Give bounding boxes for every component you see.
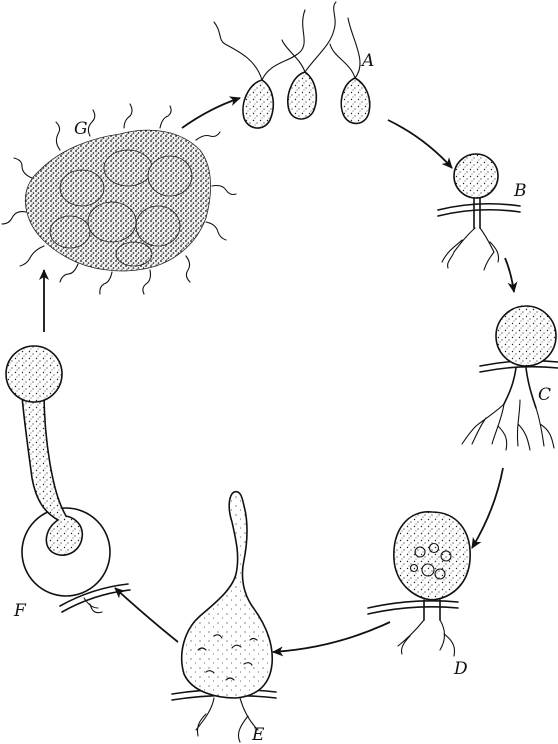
spore: [88, 202, 136, 242]
arrow-b-to-c: [505, 258, 514, 292]
thallus-body: [496, 306, 556, 366]
spore: [116, 242, 152, 266]
arrow-a-to-b: [388, 120, 452, 168]
arrow-d-to-e: [273, 622, 390, 652]
stage-g-spore-mass: G: [2, 104, 236, 294]
zoospore: [288, 72, 316, 119]
sporangium-body: [394, 512, 470, 600]
stage-label-f: F: [13, 601, 27, 621]
spore: [136, 206, 180, 246]
arrow-e-to-f: [115, 588, 178, 642]
zoospore: [243, 80, 273, 128]
stage-label-a: A: [360, 51, 374, 71]
rhizoid: [462, 404, 504, 444]
germ-tube: [474, 198, 480, 228]
stage-d-sporangium: D: [368, 512, 470, 679]
rhizoid: [517, 400, 530, 450]
stage-e-discharge-tube: E: [172, 492, 276, 744]
stage-label-b: B: [513, 181, 527, 201]
discharge-tube: [22, 392, 82, 555]
zoospore: [341, 78, 369, 123]
rhizoid: [398, 620, 424, 654]
arrow-g-to-a: [182, 98, 240, 128]
rhizoid: [536, 408, 554, 448]
rhizoid: [196, 698, 214, 736]
spore: [50, 216, 90, 248]
rhizoid: [492, 404, 507, 450]
spore: [148, 156, 192, 196]
rhizoid: [480, 228, 499, 270]
discharged-sporangium: [6, 346, 62, 402]
arrow-c-to-d: [472, 468, 503, 548]
stage-label-e: E: [251, 725, 265, 744]
flagellum: [330, 44, 355, 78]
flagellum: [262, 10, 305, 80]
rhizoid-stalk: [424, 600, 440, 620]
stage-label-g: G: [74, 119, 88, 139]
spore: [104, 150, 152, 186]
host-wall: [438, 210, 520, 216]
stage-label-d: D: [453, 659, 468, 679]
rhizoid: [442, 228, 475, 268]
stage-c-thallus: C: [462, 306, 558, 450]
stage-b-encysted: B: [438, 154, 527, 270]
sporangium-with-tube: [182, 492, 273, 698]
flagellum: [305, 2, 336, 72]
stage-f-vesicle-release: F: [6, 346, 130, 621]
spore: [60, 170, 104, 206]
host-wall: [480, 367, 558, 372]
rhizoid: [440, 620, 455, 656]
cyst: [454, 154, 498, 198]
host-wall: [368, 607, 458, 614]
host-wall: [438, 204, 520, 210]
flagellum: [214, 22, 262, 80]
stage-a-zoospores: A: [214, 2, 374, 128]
stage-label-c: C: [538, 385, 551, 405]
